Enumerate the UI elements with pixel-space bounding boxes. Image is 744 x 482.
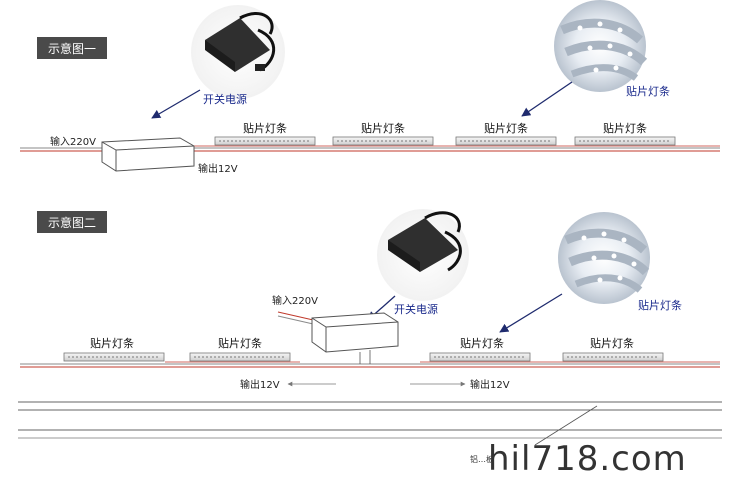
strip-label: 贴片灯条 [90, 336, 134, 350]
strip-pointer-arrow-2 [499, 293, 563, 333]
aluminum-board: 铝…板 [18, 401, 722, 464]
strip-pointer-arrow-1 [521, 81, 573, 117]
diagram-one: 示意图一 开关电源 贴片灯条 [20, 0, 720, 175]
board-label: 铝…板 [470, 454, 494, 464]
strip-photo-2 [558, 212, 650, 304]
strip-label: 贴片灯条 [603, 121, 647, 135]
strip-photo-1 [554, 0, 648, 92]
psu-pointer-arrow-1 [151, 89, 201, 119]
diagram-two: 示意图二 开关电源 贴片灯条 输入220V [18, 209, 722, 464]
psu-photo-1 [191, 5, 285, 99]
diagram-one-tag [37, 37, 107, 59]
output-voltage-label-right: 输出12V [470, 378, 510, 391]
input-voltage-label-1: 输入220V [50, 135, 96, 148]
strip-2-4: 贴片灯条 [562, 336, 664, 362]
strip-1-4: 贴片灯条 [574, 121, 676, 146]
strip-label: 贴片灯条 [243, 121, 287, 135]
strip-2-1: 贴片灯条 [63, 336, 165, 362]
strip-2-3: 贴片灯条 [429, 336, 531, 362]
strip-1-3: 贴片灯条 [455, 121, 557, 146]
diagram-one-tag-label: 示意图一 [48, 41, 96, 56]
strip-label: 贴片灯条 [484, 121, 528, 135]
power-supply-label-1: 开关电源 [203, 92, 247, 106]
strip-callout-label-2: 贴片灯条 [638, 298, 682, 312]
output-voltage-label-left: 输出12V [240, 378, 280, 391]
diagram-two-tag [37, 211, 107, 233]
output-voltage-label-1: 输出12V [198, 162, 238, 175]
strip-label: 贴片灯条 [361, 121, 405, 135]
strip-callout-label-1: 贴片灯条 [626, 84, 670, 98]
strip-label: 贴片灯条 [590, 336, 634, 350]
watermark: hil718.com [488, 439, 687, 479]
input-voltage-label-2: 输入220V [272, 294, 318, 307]
power-supply-label-2: 开关电源 [394, 302, 438, 316]
diagram-two-tag-label: 示意图二 [48, 215, 96, 230]
power-box-2 [311, 312, 399, 353]
strip-2-2: 贴片灯条 [189, 336, 291, 362]
strip-label: 贴片灯条 [218, 336, 262, 350]
strip-1-2: 贴片灯条 [332, 121, 434, 146]
strip-1-1: 贴片灯条 [214, 121, 316, 146]
power-box-1 [101, 137, 195, 172]
psu-photo-2 [377, 209, 469, 301]
strip-label: 贴片灯条 [460, 336, 504, 350]
